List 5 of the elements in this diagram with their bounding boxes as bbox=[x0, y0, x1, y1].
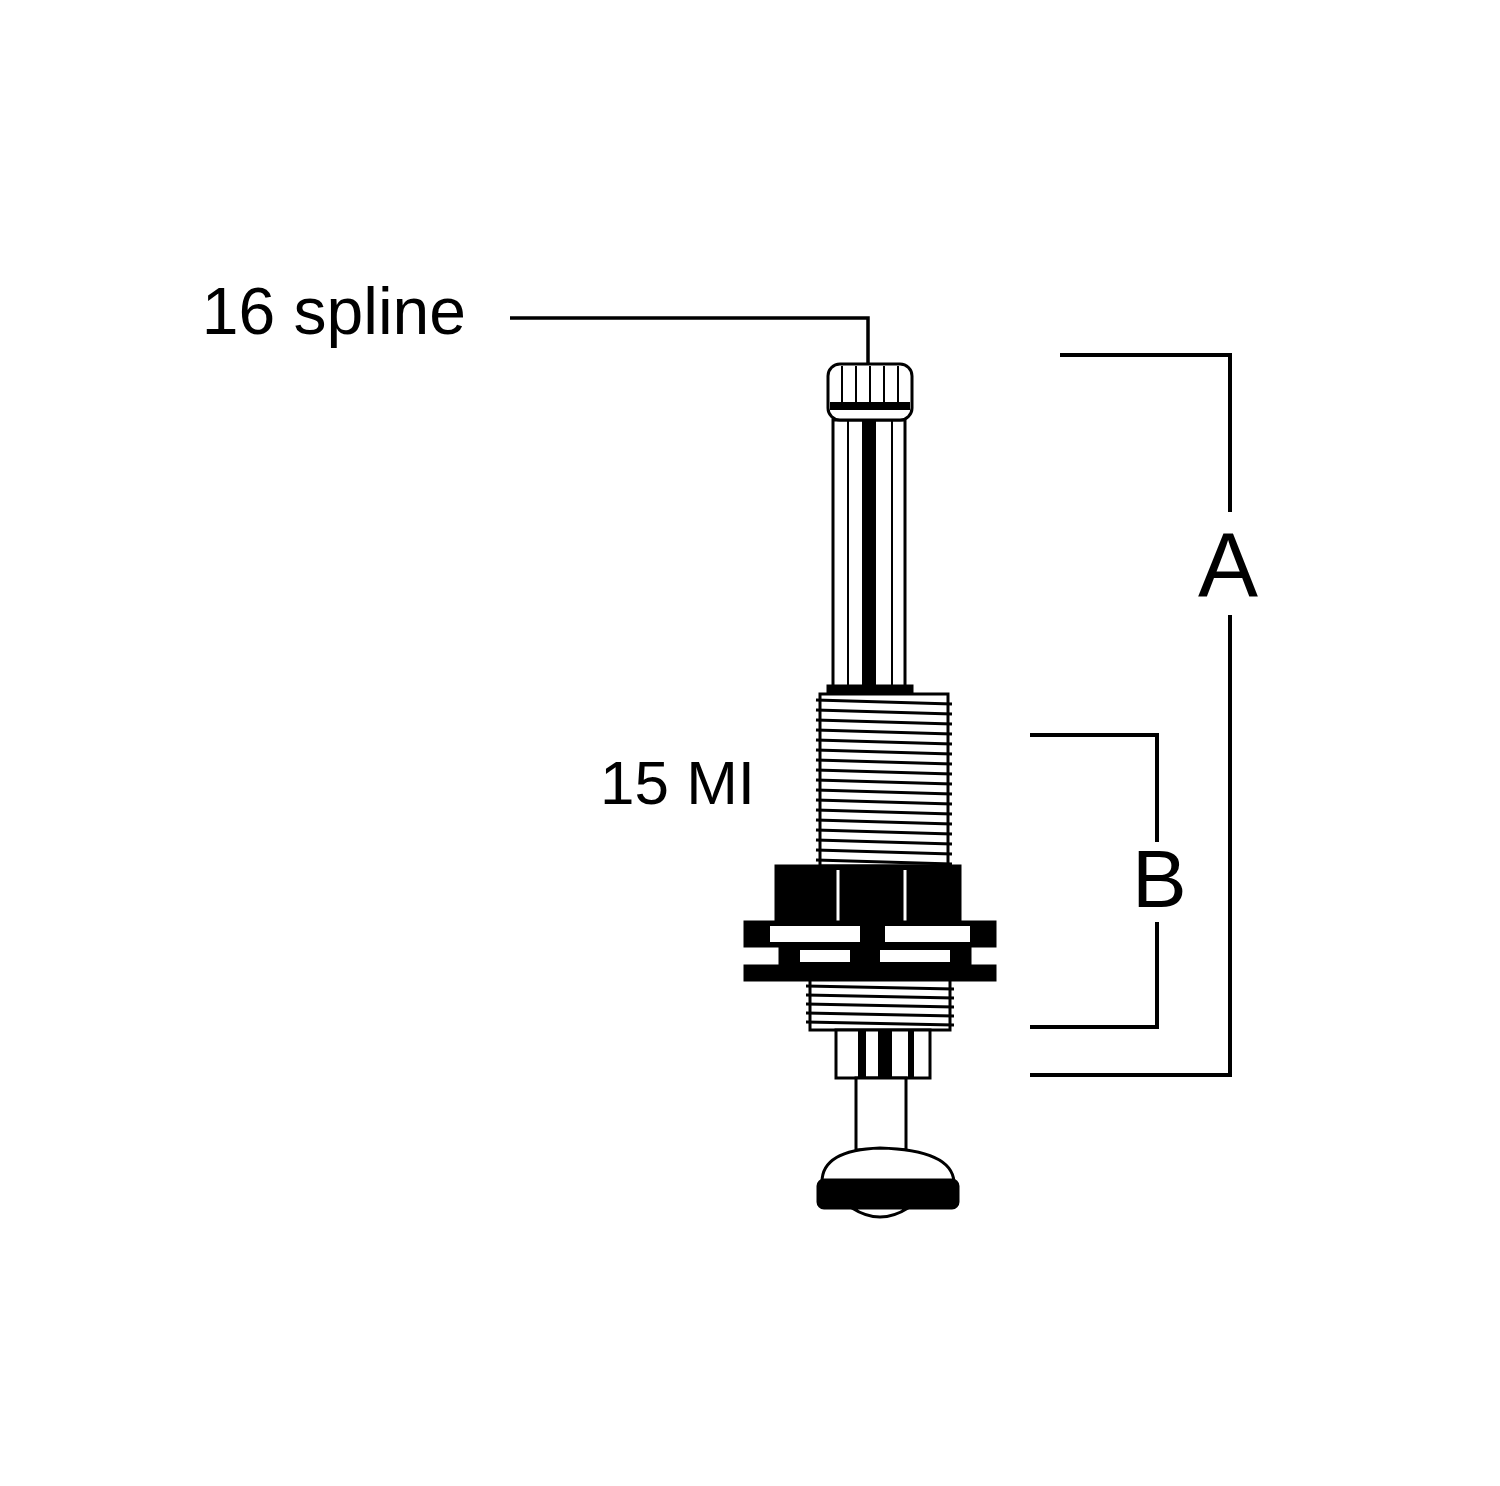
leader-line bbox=[510, 316, 870, 364]
spline-head-drawing bbox=[826, 362, 914, 422]
dimension-letter: B bbox=[1132, 838, 1187, 920]
dimension-label: 15 MI bbox=[600, 752, 756, 814]
dimension-letter: A bbox=[1198, 520, 1259, 610]
